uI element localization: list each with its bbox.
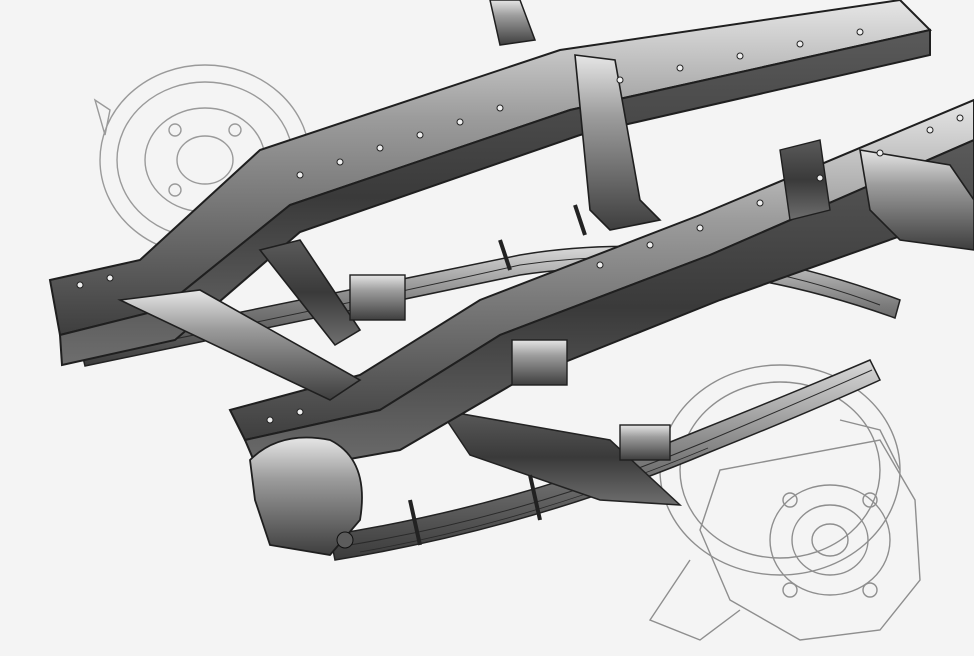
spring-u-bolt-front bbox=[408, 424, 671, 546]
front-spring-shackle bbox=[249, 436, 363, 556]
top-spring-hanger bbox=[489, 0, 537, 46]
right-rail-gusset bbox=[779, 139, 974, 251]
center-cross-member bbox=[438, 408, 683, 506]
mount-plate bbox=[511, 339, 568, 386]
rail-bracket-top bbox=[574, 54, 662, 231]
x-brace bbox=[117, 239, 362, 401]
spring-u-bolt-rear bbox=[349, 204, 587, 321]
rivets bbox=[76, 28, 964, 424]
